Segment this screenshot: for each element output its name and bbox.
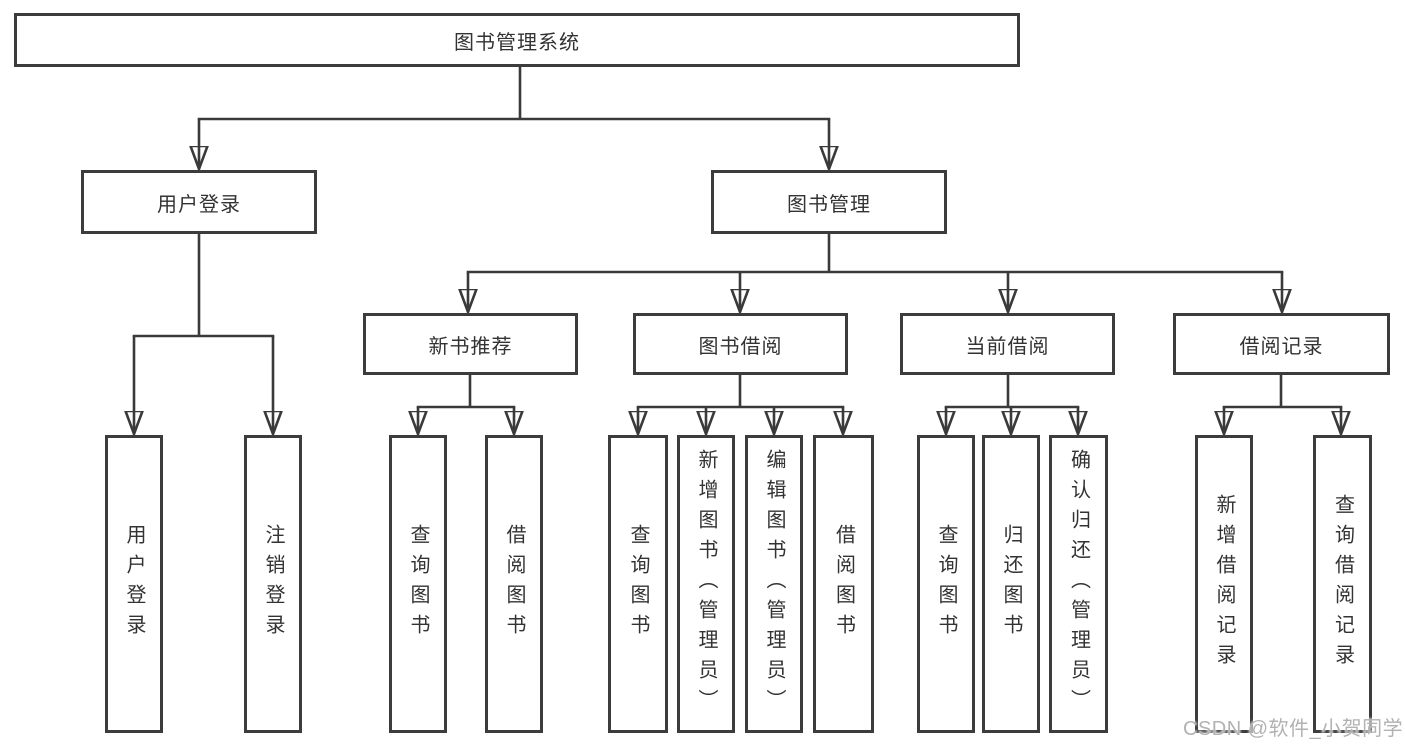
leaf-current-query-books-label: 查询图书: [935, 524, 957, 644]
leaf-current-query-books: 查询图书: [917, 435, 975, 733]
leaf-confirm-return-admin: 确认归还（管理员）: [1049, 435, 1108, 733]
leaf-add-borrow-record-label: 新增借阅记录: [1213, 494, 1235, 674]
leaf-logout-label: 注销登录: [262, 524, 284, 644]
leaf-add-borrow-record: 新增借阅记录: [1195, 435, 1253, 733]
node-borrow-records-label: 借阅记录: [1239, 335, 1324, 358]
leaf-borrow-borrow-books-label: 借阅图书: [832, 524, 855, 644]
node-current-borrow-label: 当前借阅: [965, 335, 1050, 358]
leaf-confirm-return-admin-label: 确认归还（管理员）: [1067, 449, 1090, 719]
node-user-login: 用户登录: [81, 170, 317, 234]
leaf-return-books: 归还图书: [982, 435, 1040, 733]
node-book-management-label: 图书管理: [787, 193, 871, 216]
leaf-query-borrow-record-label: 查询借阅记录: [1331, 494, 1354, 674]
node-user-login-label: 用户登录: [157, 193, 241, 216]
leaf-borrow-query-books: 查询图书: [608, 435, 668, 733]
leaf-add-books-admin: 新增图书（管理员）: [677, 435, 735, 733]
leaf-query-borrow-record: 查询借阅记录: [1313, 435, 1372, 733]
csdn-watermark: CSDN @软件_小贺同学: [1183, 718, 1404, 740]
node-new-book-recommend: 新书推荐: [363, 313, 578, 375]
leaf-return-books-label: 归还图书: [1000, 524, 1022, 644]
leaf-add-books-admin-label: 新增图书（管理员）: [695, 449, 717, 719]
leaf-user-login: 用户登录: [105, 435, 163, 733]
node-new-book-recommend-label: 新书推荐: [428, 335, 513, 358]
leaf-borrow-borrow-books: 借阅图书: [813, 435, 874, 733]
node-borrow-records: 借阅记录: [1173, 313, 1390, 375]
leaf-logout: 注销登录: [244, 435, 302, 733]
leaf-borrow-query-books-label: 查询图书: [627, 524, 649, 644]
node-root-system-label: 图书管理系统: [454, 31, 580, 54]
leaf-user-login-label: 用户登录: [123, 524, 145, 644]
node-book-borrow-label: 图书借阅: [698, 335, 783, 358]
node-book-borrow: 图书借阅: [633, 313, 848, 375]
leaf-recommend-query-books-label: 查询图书: [407, 524, 429, 644]
node-book-management: 图书管理: [711, 170, 947, 234]
leaf-edit-books-admin: 编辑图书（管理员）: [745, 435, 803, 733]
leaf-recommend-query-books: 查询图书: [389, 435, 447, 733]
node-root-system: 图书管理系统: [14, 13, 1020, 67]
leaf-edit-books-admin-label: 编辑图书（管理员）: [763, 449, 785, 719]
leaf-recommend-borrow-books: 借阅图书: [485, 435, 543, 733]
leaf-recommend-borrow-books-label: 借阅图书: [503, 524, 525, 644]
node-current-borrow: 当前借阅: [900, 313, 1115, 375]
